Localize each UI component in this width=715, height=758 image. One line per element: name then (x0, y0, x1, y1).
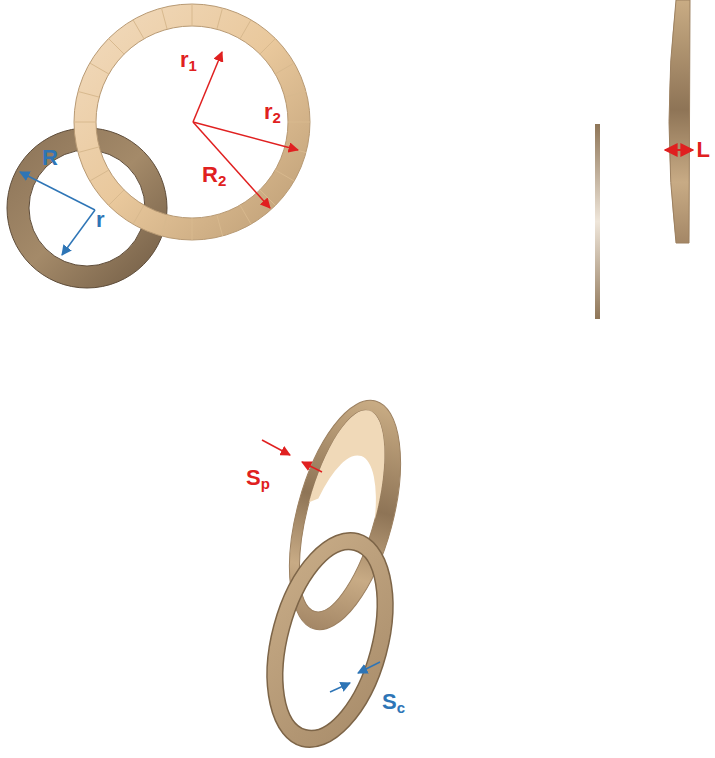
flat-ring-perspective (246, 519, 415, 758)
facet-line (161, 8, 167, 29)
facet-line (78, 147, 99, 153)
radius-arrow (193, 122, 270, 208)
thickness-arrow (262, 440, 290, 455)
facet-line (192, 4, 193, 26)
facet-line (217, 8, 223, 29)
dimension-label: Sc (380, 690, 407, 716)
facet-line (109, 39, 125, 55)
facet-line (74, 122, 96, 123)
dimension-label: R2 (200, 163, 228, 189)
dimension-label: R (40, 146, 60, 170)
radius-arrow (20, 172, 95, 210)
flat-ring-side (595, 124, 600, 319)
facet-line (192, 218, 193, 240)
radius-arrow (193, 122, 298, 150)
dimension-label: r2 (262, 100, 283, 126)
facet-line (90, 63, 109, 74)
thickness-arrow (302, 462, 322, 472)
facet-line (260, 39, 276, 55)
band-ring-side (669, 0, 690, 243)
facet-line (109, 190, 125, 206)
ring-facets (74, 4, 310, 240)
dimension-arrow (665, 149, 693, 151)
facet-line (285, 91, 306, 97)
thickness-arrow (358, 662, 380, 673)
facet-line (78, 91, 99, 97)
dimension-label: r (94, 208, 107, 232)
facet-line (90, 170, 109, 181)
facet-line (240, 20, 251, 39)
facet-line (240, 205, 251, 224)
dimension-label: Sp (244, 466, 272, 492)
facet-line (161, 215, 167, 236)
radius-arrow (193, 52, 222, 122)
thickness-arrow (330, 683, 350, 692)
facet-line (133, 205, 144, 224)
facet-line (275, 63, 294, 74)
facet-line (217, 215, 223, 236)
radius-arrow (62, 210, 95, 255)
facet-line (275, 170, 294, 181)
dimension-label: L (695, 138, 712, 162)
facet-line (288, 122, 310, 123)
facet-line (260, 190, 276, 206)
band-inner-face (309, 402, 402, 520)
facet-line (133, 20, 144, 39)
dimension-label: r1 (178, 48, 199, 74)
band-ring (74, 4, 310, 240)
